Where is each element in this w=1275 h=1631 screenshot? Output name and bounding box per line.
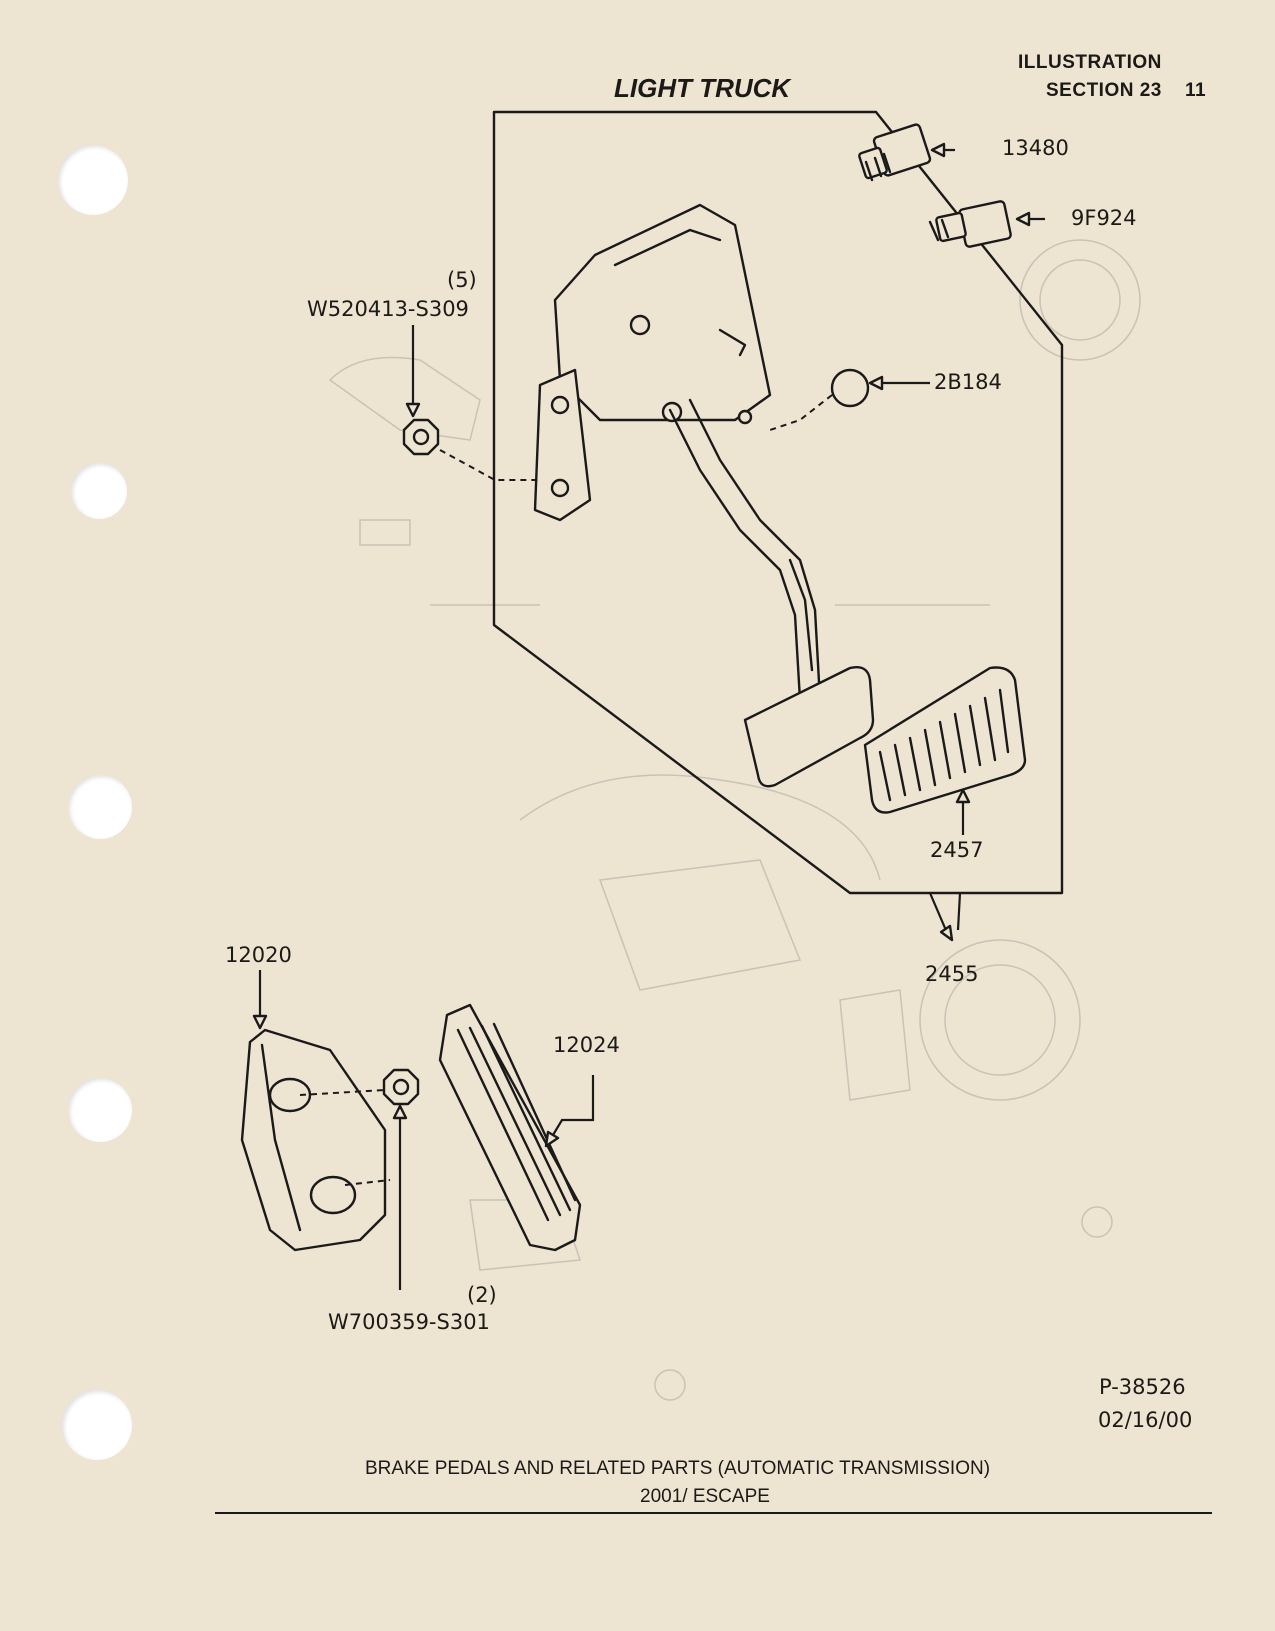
callout-13480: 13480 xyxy=(1002,136,1069,160)
binder-hole-1 xyxy=(58,145,128,215)
callout-w700359-s301: W700359-S301 xyxy=(328,1310,490,1334)
accelerator-pedal-icon xyxy=(438,1003,582,1252)
callout-12024: 12024 xyxy=(553,1033,620,1057)
callout-qty-2: (2) xyxy=(467,1283,497,1307)
illustration-reference: P-38526 xyxy=(1099,1375,1186,1399)
speed-control-switch-icon xyxy=(928,200,1012,248)
binder-hole-3 xyxy=(68,775,132,839)
bushing-icon xyxy=(830,368,870,408)
bleed-through-artwork xyxy=(328,239,1141,1401)
accelerator-nut-icon xyxy=(382,1068,420,1106)
illustration-date: 02/16/00 xyxy=(1098,1408,1193,1432)
pedal-bracket-icon xyxy=(533,203,772,522)
callout-12020: 12020 xyxy=(225,943,292,967)
page-title: LIGHT TRUCK xyxy=(614,73,791,103)
binder-hole-2 xyxy=(71,463,127,519)
header-page-number: 11 xyxy=(1185,80,1207,101)
illustration-subcaption: 2001/ ESCAPE xyxy=(640,1486,770,1507)
callout-2b184: 2B184 xyxy=(934,370,1002,394)
stop-lamp-switch-icon xyxy=(858,123,932,182)
binder-hole-5 xyxy=(62,1390,132,1460)
binder-hole-4 xyxy=(68,1078,132,1142)
callout-9f924: 9F924 xyxy=(1071,206,1137,230)
callout-2455: 2455 xyxy=(925,962,979,986)
callout-2457: 2457 xyxy=(930,838,984,862)
brake-pedal-icon xyxy=(668,398,1027,814)
clutch-pedal-pad-icon xyxy=(743,558,875,788)
callout-w520413-s309: W520413-S309 xyxy=(307,297,469,321)
accelerator-bracket-icon xyxy=(240,1028,387,1252)
callout-qty-5: (5) xyxy=(447,268,477,292)
header-illustration: ILLUSTRATION xyxy=(1018,52,1162,73)
inset-boundary xyxy=(492,110,1064,895)
header-section: SECTION 23 xyxy=(1046,80,1162,101)
illustration-caption: BRAKE PEDALS AND RELATED PARTS (AUTOMATI… xyxy=(365,1458,991,1479)
nut-icon xyxy=(402,418,440,456)
